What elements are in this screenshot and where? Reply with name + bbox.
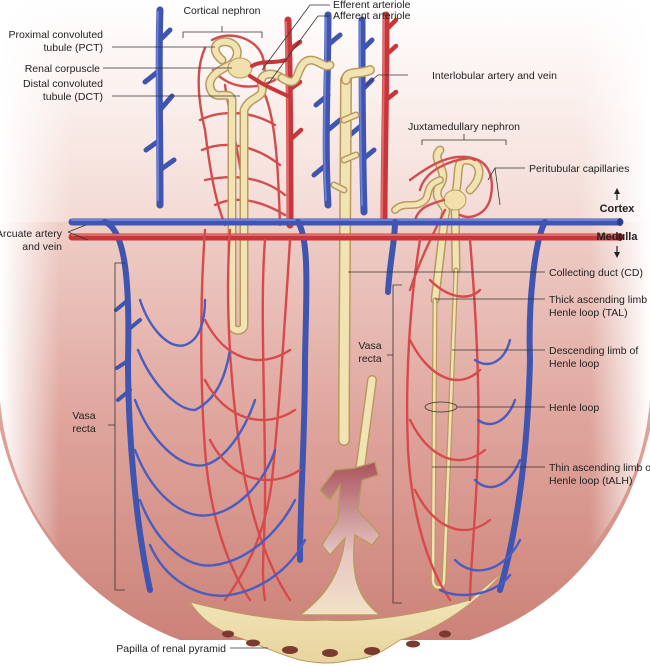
region-arrows xyxy=(614,188,620,258)
arcuate-artery xyxy=(68,233,624,241)
label-dct-line2: tubule (DCT) xyxy=(43,91,103,103)
interlobular-artery-left xyxy=(284,16,304,229)
juxtamedullary-nephron xyxy=(391,145,493,590)
juxtamedullary-corpuscle xyxy=(443,189,467,211)
interlobular-vein-left xyxy=(142,6,177,209)
label-cortex: Cortex xyxy=(600,203,636,215)
arcuate-vein xyxy=(68,218,624,593)
interlobular-artery-right xyxy=(380,11,399,226)
medulla-region xyxy=(0,222,650,640)
vasa-recta-left xyxy=(133,228,307,602)
label-desc-line1: Descending limb of xyxy=(549,345,638,357)
label-talh-line1: Thin ascending limb of xyxy=(549,462,650,474)
leader-lines xyxy=(67,4,545,649)
label-vasa-recta-left-2: recta xyxy=(72,423,96,435)
label-desc-line2: Henle loop xyxy=(549,358,599,370)
interlobular-vein-right xyxy=(347,16,377,216)
label-talh-line2: Henle loop (tALH) xyxy=(549,475,632,487)
label-henle-loop: Henle loop xyxy=(549,402,599,414)
label-pct-line1: Proximal convoluted xyxy=(8,29,103,41)
label-efferent-arteriole: Efferent arteriole xyxy=(333,0,411,11)
label-collecting-duct: Collecting duct (CD) xyxy=(549,267,643,279)
label-afferent-arteriole: Afferent arteriole xyxy=(333,10,411,22)
label-papilla: Papilla of renal pyramid xyxy=(116,643,226,655)
label-vasa-recta-left-1: Vasa xyxy=(72,410,95,422)
label-dct-line1: Distal convoluted xyxy=(23,78,103,90)
cortical-nephron xyxy=(197,34,335,335)
label-renal-corpuscle: Renal corpuscle xyxy=(25,63,100,75)
label-peritubular-capillaries: Peritubular capillaries xyxy=(529,163,629,175)
papilla-openings xyxy=(222,630,451,657)
interlobular-vein-mid xyxy=(311,11,343,209)
label-juxtamedullary-nephron: Juxtamedullary nephron xyxy=(408,121,520,133)
label-vasa-recta-mid-2: recta xyxy=(358,353,382,365)
label-cortical-nephron: Cortical nephron xyxy=(183,5,260,17)
label-medulla: Medulla xyxy=(597,231,639,243)
label-arcuate-line2: and vein xyxy=(22,241,62,253)
label-vasa-recta-mid-1: Vasa xyxy=(358,340,381,352)
label-interlobular: Interlobular artery and vein xyxy=(432,70,557,82)
label-tal-line1: Thick ascending limb of xyxy=(549,294,650,306)
label-tal-line2: Henle loop (TAL) xyxy=(549,307,628,319)
label-arcuate-line1: Arcuate artery xyxy=(0,228,63,240)
label-pct-line2: tubule (PCT) xyxy=(43,42,103,54)
vasa-recta-right xyxy=(405,238,522,602)
